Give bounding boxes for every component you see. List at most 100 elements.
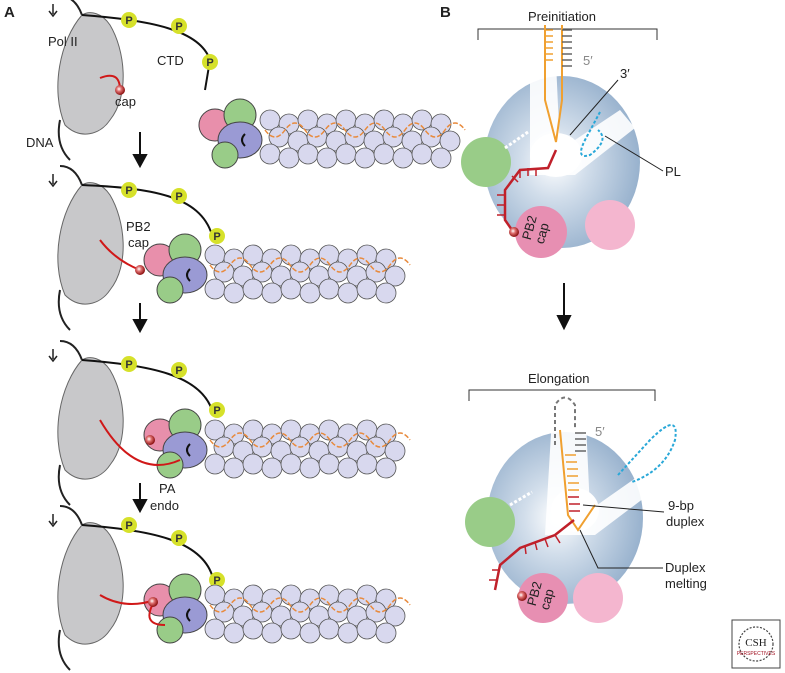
pol2-body (57, 12, 124, 135)
cap-marker (148, 597, 158, 607)
elongation-title: Elongation (528, 371, 589, 386)
np-bead (318, 453, 340, 475)
np-bead (375, 282, 397, 304)
logo-text-1: CSH (745, 637, 766, 649)
np-bead (242, 278, 264, 300)
phospho-label: P (213, 231, 220, 243)
pol2-body (57, 182, 124, 305)
phospho-label: P (175, 21, 182, 33)
np-bead (392, 147, 414, 169)
dna-strand (57, 165, 83, 331)
cap-label-bottom: cap (537, 587, 557, 611)
phospho-label: P (125, 359, 132, 371)
np-bead (384, 605, 406, 627)
cap-label: cap (115, 94, 136, 109)
pb2-label-bottom: PB2 (524, 580, 545, 608)
np-bead (335, 143, 357, 165)
pl-label: PL (665, 164, 681, 179)
active-site (186, 268, 191, 282)
duplex-pointer (582, 504, 665, 513)
endo-label: endo (150, 498, 179, 513)
np-bead (259, 143, 281, 165)
np-bead (318, 278, 340, 300)
cap-marker (115, 85, 125, 95)
panel-b-letter: B (440, 4, 451, 21)
pb2-label-top: PB2 (519, 214, 540, 242)
step-arrow-1 (132, 132, 148, 169)
np-bead (299, 622, 321, 644)
phospho-label: P (206, 57, 213, 69)
logo-text-2: PERSPECTIVES (737, 651, 776, 657)
np-bead (316, 147, 338, 169)
phospho-marker: P (171, 18, 187, 34)
ctd-label: CTD (157, 53, 184, 68)
phospho-label: P (175, 533, 182, 545)
pa-label: PA (159, 481, 176, 496)
melting-label: melting (665, 576, 707, 591)
dna-label: DNA (26, 135, 54, 150)
pl-pointer (604, 135, 664, 172)
phospho-marker: P (121, 182, 137, 198)
np-bead (337, 622, 359, 644)
duplex-melting-label: Duplex (665, 560, 706, 575)
active-site (186, 608, 191, 622)
phospho-marker: P (209, 572, 225, 588)
pa-endo-subunit (156, 616, 184, 644)
phospho-marker: P (209, 228, 225, 244)
vrna-strand (209, 432, 411, 448)
np-bead (280, 618, 302, 640)
pb2-domain (585, 200, 635, 250)
pb2-cap-label: cap (128, 235, 149, 250)
five-prime-label-top: 5′ (583, 53, 593, 68)
np-bead (356, 453, 378, 475)
np-bead (261, 282, 283, 304)
vrna-strand (209, 597, 411, 613)
pa-domain (461, 137, 511, 187)
np-bead (354, 147, 376, 169)
dna-strand (57, 0, 83, 161)
phospho-label: P (213, 575, 220, 587)
phospho-marker: P (121, 12, 137, 28)
pa-endo-subunit (156, 276, 184, 304)
pa-domain-elong (465, 497, 515, 547)
dna-strand (57, 340, 83, 506)
np-bead (261, 622, 283, 644)
np-bead (280, 278, 302, 300)
promoter-arrow (48, 174, 58, 188)
active-site (186, 443, 191, 457)
np-bead (411, 143, 433, 165)
step-arrow-3 (132, 483, 148, 514)
phospho-label: P (125, 520, 132, 532)
phospho-label: P (125, 185, 132, 197)
phospho-label: P (175, 191, 182, 203)
np-bead (337, 457, 359, 479)
np-bead (223, 282, 245, 304)
panel-a-letter: A (4, 4, 15, 21)
phospho-marker: P (171, 530, 187, 546)
nine-bp-label: 9-bp (668, 498, 694, 513)
pb2-label: PB2 (126, 219, 151, 234)
np-bead (439, 130, 461, 152)
np-bead (278, 147, 300, 169)
pol2-body (57, 357, 124, 480)
active-site (241, 133, 246, 147)
cap-label-top: cap (532, 221, 552, 245)
np-bead (299, 457, 321, 479)
pa-endo-subunit (211, 141, 239, 169)
np-bead (384, 265, 406, 287)
step-arrow-2 (132, 303, 148, 334)
preinitiation-complex (461, 25, 640, 258)
duplex-label: duplex (666, 514, 705, 529)
np-bead (375, 622, 397, 644)
promoter-arrow (48, 4, 58, 18)
np-bead (356, 278, 378, 300)
np-bead (337, 282, 359, 304)
np-bead (430, 147, 452, 169)
ctd-tail (81, 359, 213, 411)
elongation-bracket (468, 389, 656, 401)
phospho-marker: P (202, 54, 218, 70)
np-bead (375, 457, 397, 479)
three-prime-pointer (569, 79, 619, 136)
